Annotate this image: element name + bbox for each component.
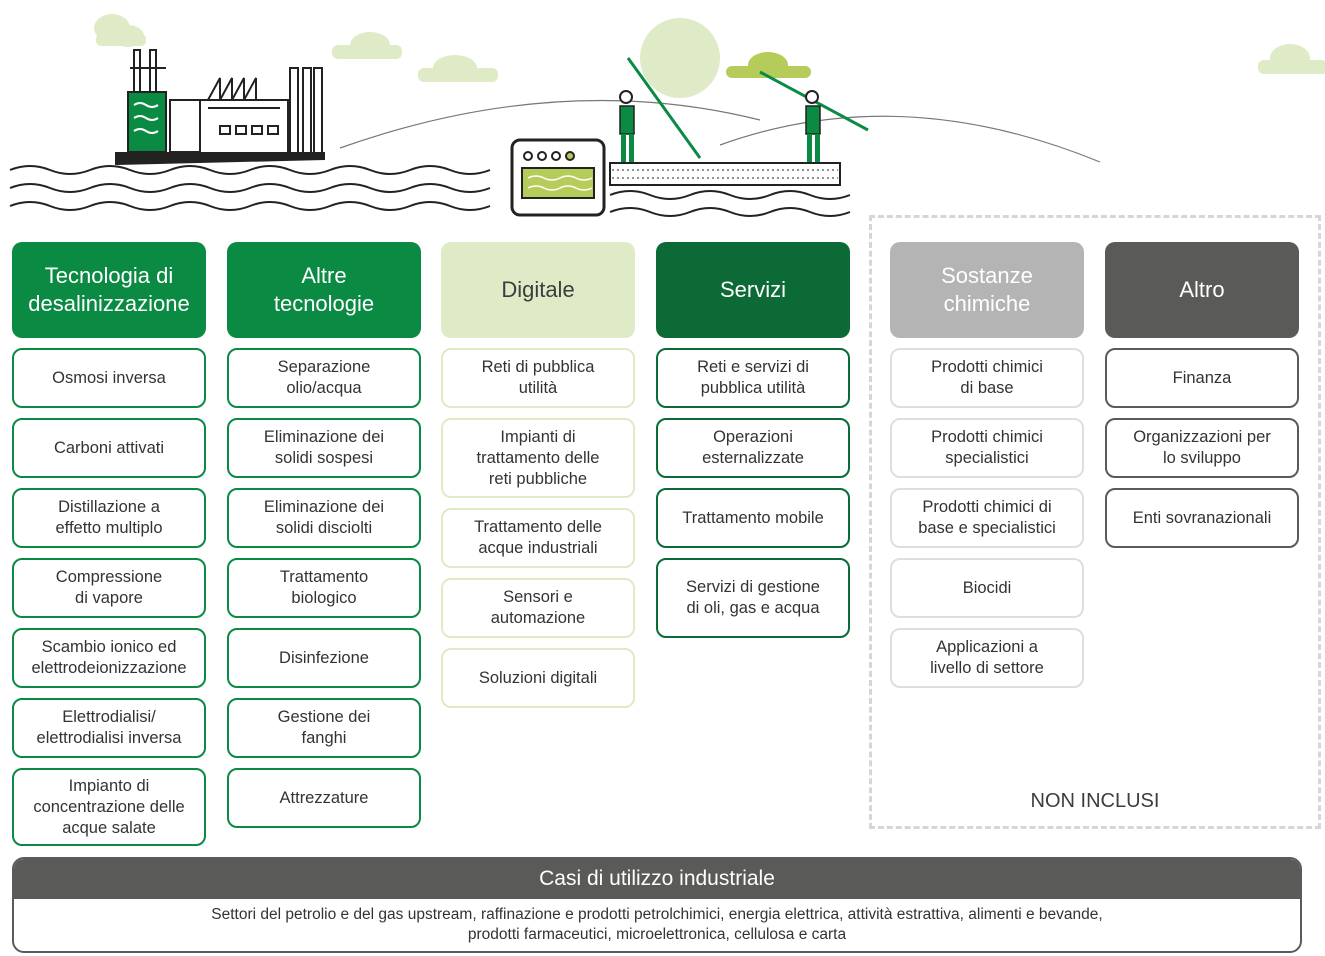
category-item: Servizi di gestione di oli, gas e acqua xyxy=(656,558,850,638)
category-item: Eliminazione dei solidi sospesi xyxy=(227,418,421,478)
column-header: Altre tecnologie xyxy=(227,242,421,338)
column-chemicals: Sostanze chimiche Prodotti chimici di ba… xyxy=(890,242,1084,698)
factory-icon xyxy=(127,49,323,156)
category-item: Trattamento biologico xyxy=(227,558,421,618)
category-item: Osmosi inversa xyxy=(12,348,206,408)
category-item: Finanza xyxy=(1105,348,1299,408)
category-item: Prodotti chimici di base e specialistici xyxy=(890,488,1084,548)
category-item: Reti di pubblica utilità xyxy=(441,348,635,408)
water-waves-icon xyxy=(609,190,851,217)
use-cases-text: Settori del petrolio e del gas upstream,… xyxy=(211,906,1103,943)
category-item: Compressione di vapore xyxy=(12,558,206,618)
category-item: Impianti di trattamento delle reti pubbl… xyxy=(441,418,635,498)
category-item: Trattamento delle acque industriali xyxy=(441,508,635,568)
column-other: Altro Finanza Organizzazioni per lo svil… xyxy=(1105,242,1299,558)
column-title: Altro xyxy=(1179,277,1225,302)
category-item: Separazione olio/acqua xyxy=(227,348,421,408)
column-header: Servizi xyxy=(656,242,850,338)
column-title: Altre tecnologie xyxy=(273,263,375,316)
category-item: Distillazione a effetto multiplo xyxy=(12,488,206,548)
category-item: Soluzioni digitali xyxy=(441,648,635,708)
category-item: Biocidi xyxy=(890,558,1084,618)
column-header: Tecnologia di desalinizzazione xyxy=(12,242,206,338)
category-item: Gestione dei fanghi xyxy=(227,698,421,758)
column-title: Tecnologia di desalinizzazione xyxy=(28,263,190,316)
cloud-icon xyxy=(1258,44,1325,74)
worker-icon xyxy=(759,70,869,162)
category-item: Prodotti chimici specialistici xyxy=(890,418,1084,478)
category-item: Carboni attivati xyxy=(12,418,206,478)
category-item: Impianto di concentrazione delle acque s… xyxy=(12,768,206,846)
hill-line xyxy=(719,115,1101,163)
sun-icon xyxy=(640,18,720,98)
control-unit-icon xyxy=(510,138,606,217)
category-item: Disinfezione xyxy=(227,628,421,688)
use-cases-title: Casi di utilizzo industriale xyxy=(14,859,1300,899)
column-header: Digitale xyxy=(441,242,635,338)
column-title: Sostanze chimiche xyxy=(941,263,1033,316)
category-item: Attrezzature xyxy=(227,768,421,828)
header-illustration xyxy=(9,14,1325,217)
cloud-icon xyxy=(332,32,402,59)
cloud-icon xyxy=(418,55,498,82)
category-item: Elettrodialisi/ elettrodialisi inversa xyxy=(12,698,206,758)
category-item: Eliminazione dei solidi disciolti xyxy=(227,488,421,548)
category-item: Trattamento mobile xyxy=(656,488,850,548)
platform-icon xyxy=(609,162,841,186)
cloud-icon xyxy=(94,14,146,47)
industrial-use-cases: Casi di utilizzo industriale Settori del… xyxy=(12,857,1302,953)
water-waves-icon xyxy=(9,165,491,211)
category-item: Applicazioni a livello di settore xyxy=(890,628,1084,688)
category-item: Reti e servizi di pubblica utilità xyxy=(656,348,850,408)
category-item: Prodotti chimici di base xyxy=(890,348,1084,408)
category-item: Organizzazioni per lo sviluppo xyxy=(1105,418,1299,478)
column-other-technologies: Altre tecnologie Separazione olio/acqua … xyxy=(227,242,421,838)
worker-icon xyxy=(619,57,702,162)
category-item: Enti sovranazionali xyxy=(1105,488,1299,548)
column-desalination-technology: Tecnologia di desalinizzazione Osmosi in… xyxy=(12,242,206,856)
category-item: Sensori e automazione xyxy=(441,578,635,638)
hill-line xyxy=(339,99,761,149)
column-digital: Digitale Reti di pubblica utilità Impian… xyxy=(441,242,635,718)
excluded-label: NON INCLUSI xyxy=(1030,790,1160,812)
column-title: Digitale xyxy=(501,277,575,302)
excluded-area xyxy=(869,215,1321,829)
factory-base xyxy=(115,152,325,165)
column-title: Servizi xyxy=(719,277,786,302)
cloud-icon xyxy=(726,52,811,78)
column-header: Sostanze chimiche xyxy=(890,242,1084,338)
column-services: Servizi Reti e servizi di pubblica utili… xyxy=(656,242,850,648)
category-item: Scambio ionico ed elettrodeionizzazione xyxy=(12,628,206,688)
column-header: Altro xyxy=(1105,242,1299,338)
category-item: Operazioni esternalizzate xyxy=(656,418,850,478)
